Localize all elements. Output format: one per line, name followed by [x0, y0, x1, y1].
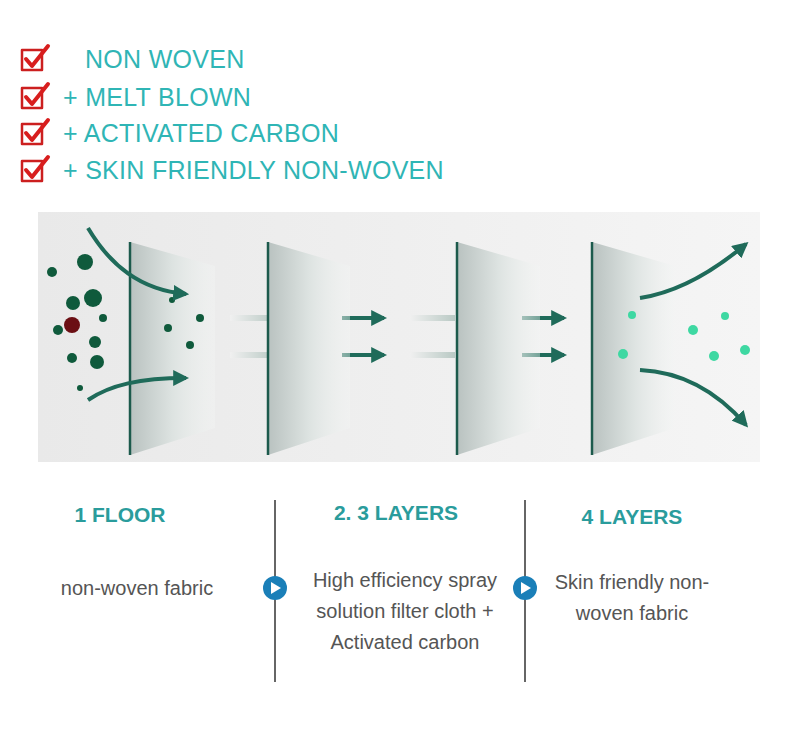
layer-heading: 1 FLOOR — [74, 502, 165, 528]
layer-description: non-woven fabric — [27, 573, 247, 604]
material-item: NON WOVEN — [85, 44, 245, 74]
filter-layers — [130, 242, 675, 455]
column-dividers — [263, 500, 537, 682]
illustration-panel — [38, 212, 760, 462]
material-item: + ACTIVATED CARBON — [63, 118, 339, 148]
checkbox-icons — [22, 46, 48, 181]
airflow-arrows — [88, 228, 746, 425]
layer-description: Skin friendly non-woven fabric — [552, 567, 712, 629]
clean-particles — [618, 311, 750, 361]
layer-heading: 4 LAYERS — [582, 504, 683, 530]
layer-description: High efficiency spray solution filter cl… — [299, 565, 511, 658]
particles — [47, 254, 204, 391]
layer-heading: 2. 3 LAYERS — [334, 500, 458, 526]
material-item: + SKIN FRIENDLY NON-WOVEN — [63, 155, 444, 185]
material-item: + MELT BLOWN — [63, 82, 251, 112]
